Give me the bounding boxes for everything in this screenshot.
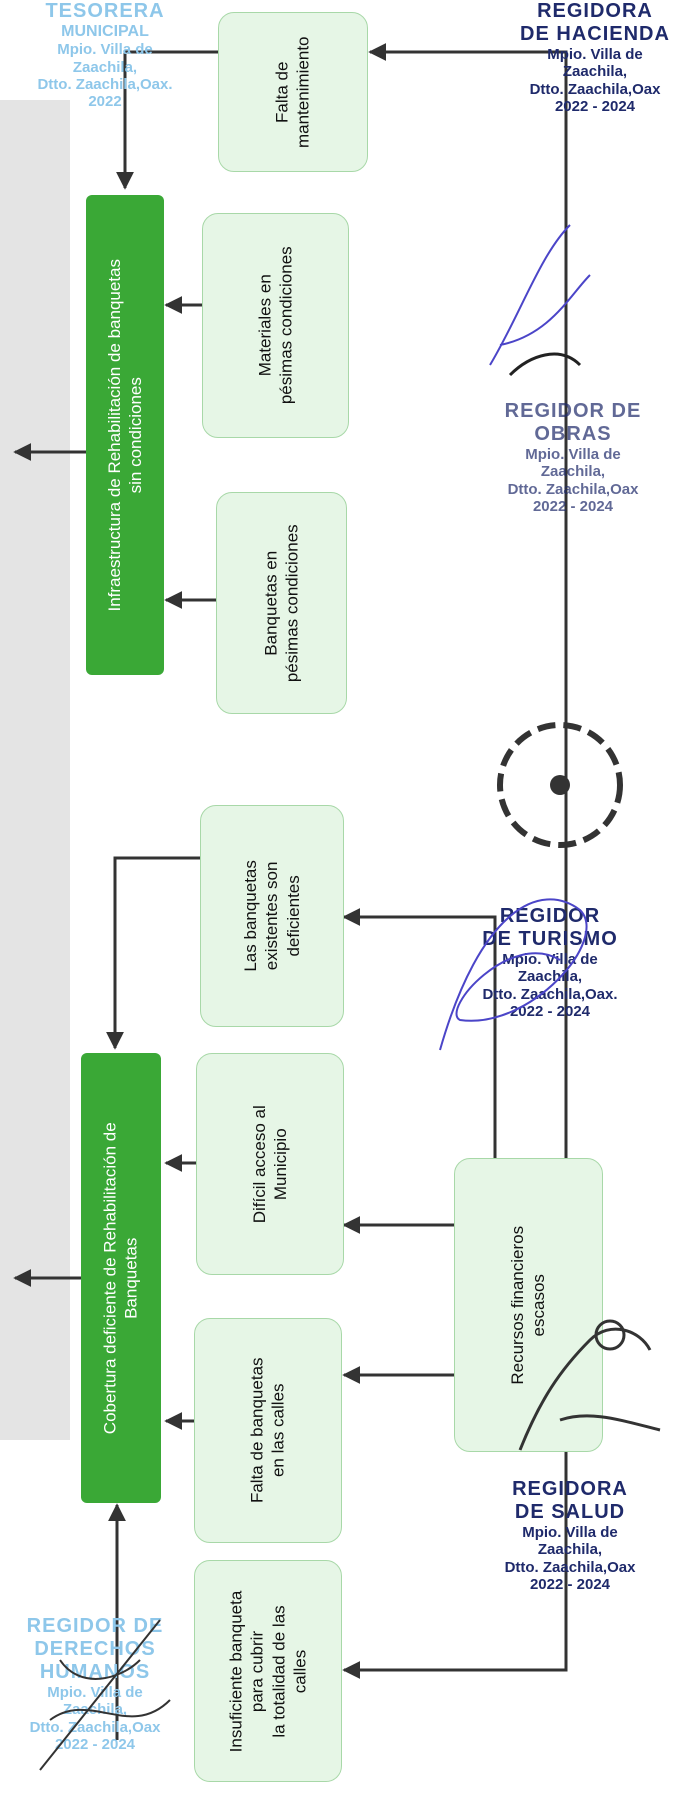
node-cobertura: Cobertura deficiente de Rehabilitación d… [81, 1053, 161, 1503]
stamp-text: Mpio. Villa de Zaachila, Dtto. Zaachila,… [37, 41, 173, 111]
node-banquetas-pesimas: Banquetas en pésimas condiciones [216, 492, 347, 714]
signature-obras [480, 215, 600, 385]
stamp-obras: REGIDOR DE OBRAS Mpio. Villa de Zaachila… [468, 400, 678, 515]
stamp-title: REGIDORA DE SALUD [512, 1478, 628, 1523]
medical-scene-icon [518, 1319, 661, 1451]
node-infraestructura: Infraestructura de Rehabilitación de ban… [86, 195, 164, 675]
edge-existentes-to-cobertura [106, 856, 200, 1050]
node-label: Infraestructura de Rehabilitación de ban… [104, 258, 146, 612]
node-label: Insuficiente banqueta para cubrir la tot… [226, 1590, 310, 1752]
node-recursos: Recursos financieros escasos [454, 1158, 603, 1452]
node-falta-banquetas: Falta de banquetas en las calles [194, 1318, 342, 1543]
logo-salud [500, 1280, 680, 1460]
node-label: Banquetas en pésimas condiciones [261, 524, 302, 682]
edge-recursos-to-insuficiente [342, 1452, 568, 1679]
node-insuficiente: Insuficiente banqueta para cubrir la tot… [194, 1560, 342, 1782]
node-materiales: Materiales en pésimas condiciones [202, 213, 349, 438]
signature-derechos [20, 1600, 180, 1790]
stamp-text: Mpio. Villa de Zaachila, Dtto. Zaachila,… [504, 1524, 636, 1593]
edge-recursos-to-existentes [342, 908, 497, 1158]
ring-logo-icon [497, 722, 623, 848]
stamp-title: REGIDOR DE TURISMO [482, 905, 618, 950]
node-label: Cobertura deficiente de Rehabilitación d… [100, 1122, 141, 1434]
node-label: Difícil acceso al Municipio [249, 1104, 290, 1224]
stamp-text: Mpio. Villa de Zaachila, Dtto. Zaachila,… [529, 46, 661, 115]
node-label: Falta de mantenimiento [272, 36, 313, 148]
signature-mark [39, 1619, 171, 1771]
stamp-title: TESORERA [45, 0, 165, 22]
stamp-title: REGIDORA DE HACIENDA [520, 0, 670, 45]
stamp-turismo: REGIDOR DE TURISMO Mpio. Villa de Zaachi… [440, 905, 660, 1020]
node-dificil-acceso: Difícil acceso al Municipio [196, 1053, 344, 1275]
node-label: Materiales en pésimas condiciones [255, 246, 296, 405]
signature-mark [489, 224, 591, 377]
logo-turismo [485, 710, 635, 860]
stamp-text: Mpio. Villa de Zaachila, Dtto. Zaachila,… [507, 446, 639, 515]
signature-mark [439, 898, 588, 1051]
side-panel [0, 100, 70, 1440]
signature-turismo [420, 870, 640, 1070]
edge-mantenimiento-to-infraestructura [116, 50, 218, 190]
stamp-text: Mpio. Villa de Zaachila, Dtto. Zaachila,… [482, 951, 618, 1020]
node-label: Falta de banquetas en las calles [247, 1357, 288, 1504]
stamp-title: REGIDOR DE OBRAS [504, 400, 642, 445]
node-falta-mantenimiento: Falta de mantenimiento [218, 12, 368, 172]
node-label: Las banquetas existentes son deficientes [241, 860, 303, 972]
node-banquetas-existentes: Las banquetas existentes son deficientes [200, 805, 344, 1027]
stamp-tesorera: TESORERA MUNICIPAL Mpio. Villa de Zaachi… [20, 0, 190, 110]
stamp-salud: REGIDORA DE SALUD Mpio. Villa de Zaachil… [465, 1478, 675, 1593]
stamp-subtitle: MUNICIPAL [61, 23, 149, 40]
stamp-hacienda: REGIDORA DE HACIENDA Mpio. Villa de Zaac… [505, 0, 685, 115]
